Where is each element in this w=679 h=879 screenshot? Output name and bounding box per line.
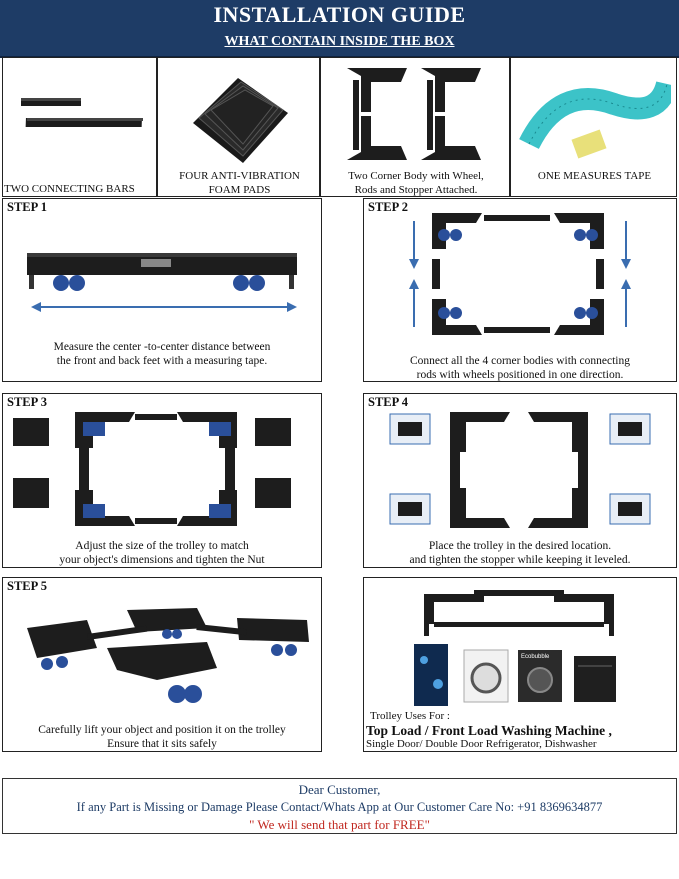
step-text-line1: Carefully lift your object and position … xyxy=(38,724,286,736)
trolley-side-view-image xyxy=(27,253,297,312)
content-item-foam-pads: FOUR ANTI-VIBRATION FOAM PADS xyxy=(157,57,320,197)
step-label: STEP 5 xyxy=(7,579,47,593)
connecting-bars-image xyxy=(21,98,143,127)
trolley-frame-image xyxy=(424,590,614,636)
uses-label: Trolley Uses For : xyxy=(370,710,450,722)
page-subtitle: WHAT CONTAIN INSIDE THE BOX xyxy=(224,34,455,49)
step-1-panel: STEP 1 Measure the center -to-center dis… xyxy=(2,198,322,382)
step-text-line2: Ensure that it sits safely xyxy=(107,738,217,750)
content-caption-line1: FOUR ANTI-VIBRATION xyxy=(179,170,300,182)
contact-footer: Dear Customer, If any Part is Missing or… xyxy=(2,778,677,834)
corner-bodies-image xyxy=(347,68,481,160)
content-caption: ONE MEASURES TAPE xyxy=(537,170,652,182)
step-text-line1: Measure the center -to-center distance b… xyxy=(53,341,271,353)
step-label: STEP 2 xyxy=(368,200,408,214)
footer-promise: " We will send that part for FREE" xyxy=(249,817,430,832)
uses-line1: Top Load / Front Load Washing Machine , xyxy=(366,723,612,738)
assembly-diagram-image xyxy=(409,213,631,335)
step-text-line2: and tighten the stopper while keeping it… xyxy=(409,554,631,566)
measure-tape-image xyxy=(519,80,671,159)
trolley-perspective-image xyxy=(27,608,309,703)
content-caption: TWO CONNECTING BARS xyxy=(4,183,135,195)
brand-label: Ecobubble xyxy=(521,654,550,660)
step-text-line1: Connect all the 4 corner bodies with con… xyxy=(409,355,631,367)
content-item-measure-tape: ONE MEASURES TAPE xyxy=(510,57,677,197)
foam-pads-image xyxy=(193,78,288,163)
content-caption-line1: Two Corner Body with Wheel, xyxy=(348,170,484,182)
content-caption-line2: FOAM PADS xyxy=(208,184,271,196)
footer-message: If any Part is Missing or Damage Please … xyxy=(76,800,603,814)
size-adjust-diagram-image xyxy=(13,412,291,526)
step-2-panel: STEP 2 Connect all the 4 corner bodies w… xyxy=(363,198,677,382)
step-text-line2: the front and back feet with a measuring… xyxy=(56,355,268,367)
step-4-panel: STEP 4 Place the trolley in the desired … xyxy=(363,393,677,568)
appliances-image xyxy=(414,644,616,706)
content-caption-line2: Rods and Stopper Attached. xyxy=(354,184,478,196)
stopper-diagram-image xyxy=(389,412,651,528)
step-text-line1: Place the trolley in the desired locatio… xyxy=(428,540,612,552)
page-title: INSTALLATION GUIDE xyxy=(213,2,466,27)
content-item-bars: TWO CONNECTING BARS xyxy=(2,57,157,197)
footer-greeting: Dear Customer, xyxy=(298,782,381,797)
step-3-panel: STEP 3 Adjust the size of the trolley to… xyxy=(2,393,322,568)
step-5-panel: STEP 5 Carefully lift your object and po… xyxy=(2,577,322,752)
step-text-line1: Adjust the size of the trolley to match xyxy=(75,540,249,552)
step-label: STEP 1 xyxy=(7,200,47,214)
step-label: STEP 3 xyxy=(7,395,47,409)
step-text-line2: your object's dimensions and tighten the… xyxy=(59,554,265,566)
content-item-corner-bodies: Two Corner Body with Wheel, Rods and Sto… xyxy=(320,57,510,197)
step-text-line2: rods with wheels positioned in one direc… xyxy=(416,369,624,381)
uses-panel: Ecobubble Trolley Uses For : Top Load / … xyxy=(363,577,677,752)
step-label: STEP 4 xyxy=(368,395,408,409)
uses-line2: Single Door/ Double Door Refrigerator, D… xyxy=(366,738,597,750)
